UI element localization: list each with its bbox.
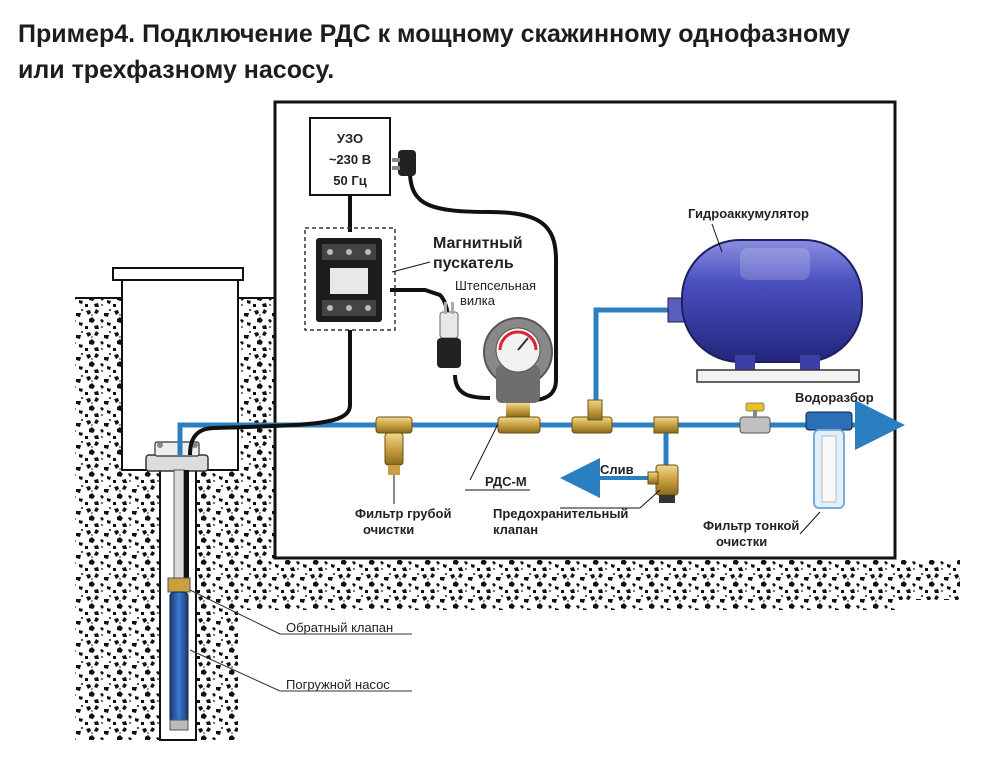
submersible-pump [167,469,191,731]
accumulator-label: Гидроаккумулятор [688,206,809,221]
coarse-filter-label-2: очистки [363,522,414,537]
contactor-label-2: пускатель [433,255,514,272]
pump-label: Погружной насос [286,677,390,692]
hydroaccumulator-tank [667,239,863,383]
coarse-filter-label-1: Фильтр грубой [355,506,452,521]
plug-label-1: Штепсельная [455,278,536,293]
pressure-switch [483,317,553,417]
uzo-box: УЗО ~230 В 50 Гц [309,117,391,196]
rds-label: РДС-М [485,474,527,489]
safety-valve-label-2: клапан [493,522,538,537]
title-line-2: или трехфазному насосу. [18,56,335,84]
plug-label-2: вилка [460,293,496,308]
magnetic-contactor [304,227,396,331]
fine-filter [805,411,853,509]
fine-filter-label-1: Фильтр тонкой [703,518,799,533]
uzo-label-3: 50 Гц [333,173,366,188]
check-valve-label: Обратный клапан [286,620,393,635]
wall-plug-icon [392,150,416,176]
safety-valve [647,464,679,503]
safety-valve-label-1: Предохранительный [493,506,628,521]
title-line-1: Пример4. Подключение РДС к мощному скажи… [18,20,851,48]
fine-filter-label-2: очистки [716,534,767,549]
well-cap [145,441,209,472]
water-outlet-label: Водоразбор [795,390,874,405]
drain-label: Слив [600,462,634,477]
soil-ground [75,297,960,740]
page-title: Пример4. Подключение РДС к мощному скажи… [18,16,978,88]
contactor-label-1: Магнитный [433,235,523,252]
uzo-label-1: УЗО [337,131,363,146]
pipe-fittings [497,399,679,434]
uzo-label-2: ~230 В [329,152,371,167]
ball-valve [739,402,771,434]
plug-icon [437,302,461,368]
coarse-filter [375,416,413,475]
